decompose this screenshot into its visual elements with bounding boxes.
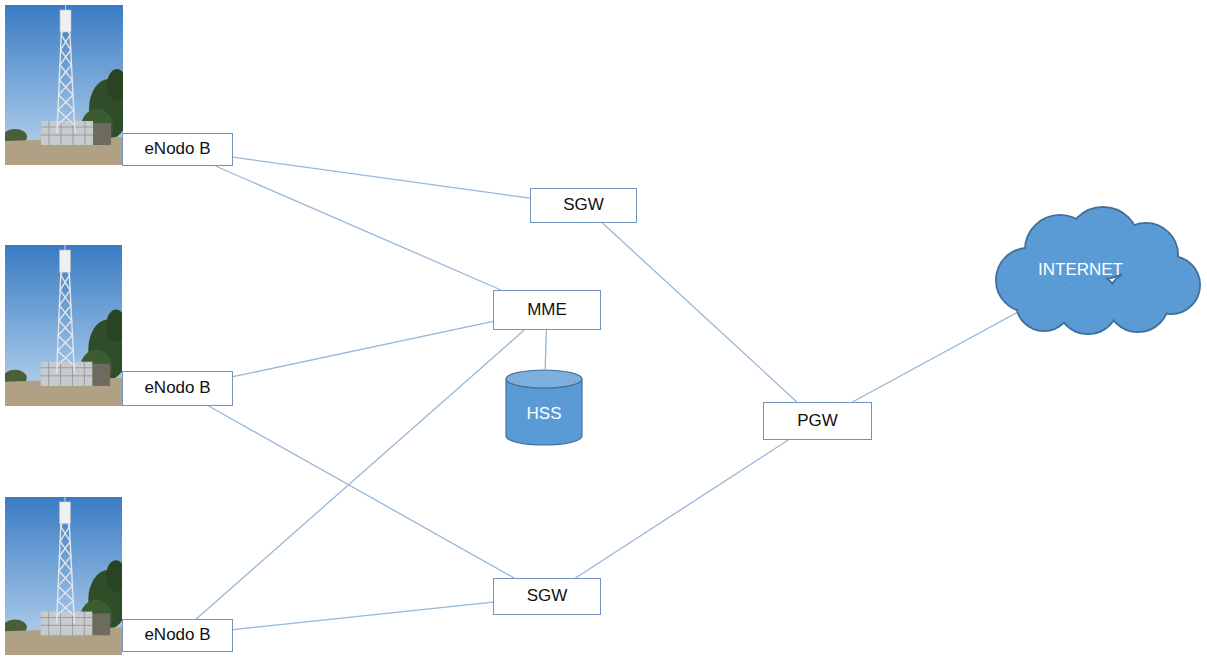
node-label: SGW xyxy=(563,195,604,215)
base-station-box: eNodo B xyxy=(122,371,233,406)
link-line xyxy=(545,330,546,369)
base-station-box: eNodo B xyxy=(122,133,233,166)
link-line xyxy=(233,157,530,198)
link-line xyxy=(233,602,493,629)
node-label: PGW xyxy=(797,411,838,431)
node-label: MME xyxy=(527,300,567,320)
node-label: INTERNET xyxy=(1038,260,1123,280)
node-label: HSS xyxy=(527,404,562,424)
link-line xyxy=(233,321,493,376)
node-label: eNodo B xyxy=(144,625,210,645)
node-label: SGW xyxy=(527,586,568,606)
tower-photo xyxy=(3,5,129,165)
database-cylinder: HSS xyxy=(505,369,583,446)
mme-box: MME xyxy=(493,290,601,330)
link-line xyxy=(215,166,500,290)
base-station-box: eNodo B xyxy=(122,619,233,652)
link-line xyxy=(603,223,797,402)
gateway-box: PGW xyxy=(763,402,872,440)
gateway-box: SGW xyxy=(493,578,601,615)
node-label: eNodo B xyxy=(144,139,210,159)
tower-photo xyxy=(3,245,128,406)
connector-layer xyxy=(196,157,1030,629)
internet-cloud: INTERNET xyxy=(988,205,1203,335)
link-line xyxy=(576,440,789,578)
gateway-box: SGW xyxy=(530,188,637,223)
node-label: eNodo B xyxy=(144,378,210,398)
link-line xyxy=(852,306,1029,402)
tower-photo xyxy=(3,497,128,655)
link-line xyxy=(196,330,524,619)
link-line xyxy=(209,406,515,578)
